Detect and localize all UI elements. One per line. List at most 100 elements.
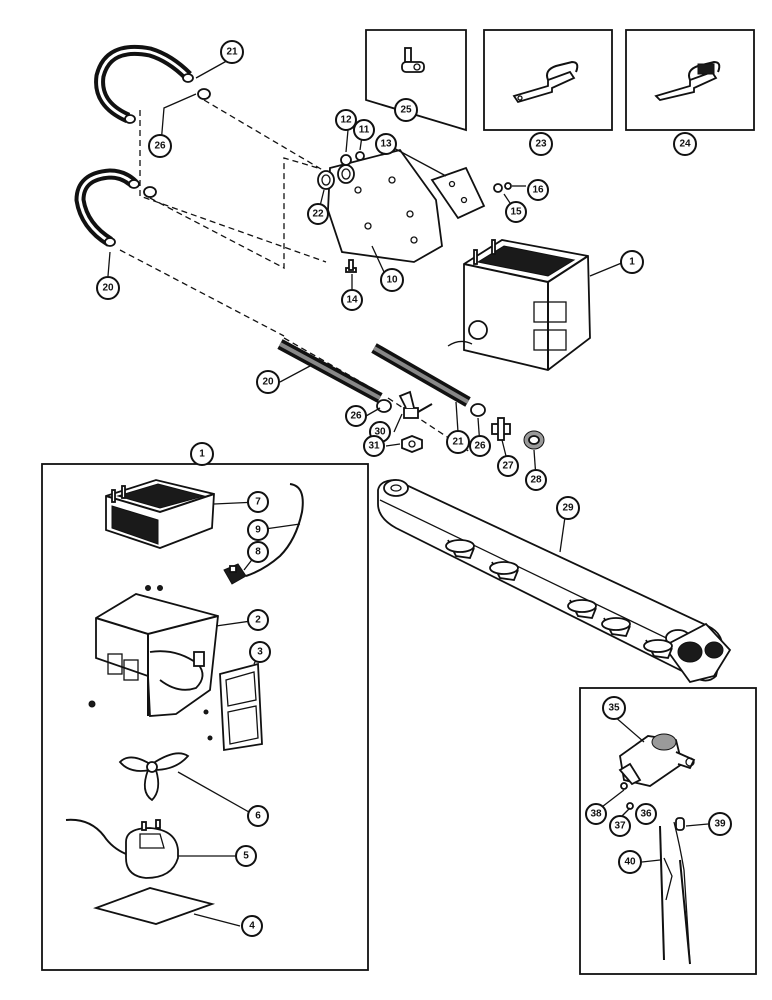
callout-6: 6 [247,805,269,827]
callout-38: 38 [585,803,607,825]
clamp-part-24 [654,60,721,101]
inset-panel-25 [365,29,467,132]
svg-text:5: 5 [243,851,249,862]
clamp-part-23 [512,60,579,104]
wire-harness-9 [245,483,304,577]
callout-37: 37 [609,815,631,837]
nuts-11-12 [340,151,365,166]
callout-15: 15 [505,201,527,223]
inset-panel-23 [483,29,613,131]
fan-blade-6 [118,752,190,802]
svg-text:15: 15 [510,207,522,218]
hose-clamps-26-upper [143,88,211,198]
dot-parts [88,585,213,741]
svg-text:13: 13 [380,139,392,150]
svg-text:40: 40 [624,857,636,868]
svg-text:11: 11 [359,125,370,136]
callout-22: 22 [307,203,329,225]
callout-29: 29 [556,496,580,520]
svg-text:10: 10 [386,275,398,286]
nut-31 [401,435,423,453]
heater-assembly-1 [447,239,591,371]
svg-text:37: 37 [614,821,626,832]
hose-21-bent [94,44,194,124]
callout-20-bottom: 20 [256,370,280,394]
svg-text:7: 7 [255,497,261,508]
callout-26-right: 26 [469,435,491,457]
hose-21-straight [371,343,471,407]
svg-text:12: 12 [340,115,352,126]
svg-text:3: 3 [257,647,263,658]
base-plate-4 [93,887,216,925]
manifold-ports [445,539,673,659]
svg-text:38: 38 [590,809,602,820]
callout-36: 36 [635,803,657,825]
svg-text:4: 4 [249,921,255,932]
svg-text:24: 24 [679,139,691,150]
wiper-blade-40 [659,825,673,961]
callout-1-group: 1 [190,442,214,466]
callout-39: 39 [708,812,732,836]
callout-5: 5 [235,845,257,867]
callout-14: 14 [341,289,363,311]
nuts-15-16 [493,182,512,193]
svg-text:30: 30 [374,427,386,438]
callout-11: 11 [353,119,375,141]
fitting-28 [523,430,545,450]
connection-lines [119,99,471,453]
hose-clamps-26-lower [376,399,486,417]
callout-26-mid: 26 [345,405,367,427]
callout-28: 28 [525,469,547,491]
valve-30 [398,390,433,419]
callout-27: 27 [497,455,519,477]
callout-25: 25 [394,98,418,122]
inset-panel-24 [625,29,755,131]
svg-text:22: 22 [312,209,324,220]
svg-text:29: 29 [562,503,574,514]
heater-housing-2 [95,593,219,717]
callout-40: 40 [618,850,642,874]
water-manifold-29 [377,479,732,684]
svg-text:39: 39 [714,819,726,830]
svg-text:20: 20 [262,377,274,388]
fitting-27 [491,417,511,441]
svg-text:35: 35 [608,703,620,714]
bolt-14 [345,259,357,273]
clip-part-25 [401,47,425,73]
callout-20-top: 20 [96,276,120,300]
switch-8 [223,563,247,585]
callout-21-top: 21 [220,40,244,64]
callout-7: 7 [247,491,269,513]
callout-10: 10 [380,268,404,292]
callout-31: 31 [363,435,385,457]
svg-text:36: 36 [640,809,652,820]
svg-text:9: 9 [255,525,261,536]
svg-text:21: 21 [226,47,238,58]
svg-text:31: 31 [368,441,380,452]
svg-text:28: 28 [530,475,542,486]
svg-text:23: 23 [535,139,547,150]
bracket-13 [430,166,486,220]
wiper-motor-35 [618,733,696,787]
svg-text:8: 8 [255,547,261,558]
callout-26-top: 26 [148,134,172,158]
svg-text:2: 2 [255,615,261,626]
callout-4: 4 [241,915,263,937]
callout-3: 3 [249,641,271,663]
svg-text:26: 26 [154,141,166,152]
heater-breakdown-box [41,463,369,971]
svg-text:1: 1 [199,449,205,460]
svg-text:26: 26 [350,411,362,422]
heater-core-7 [105,479,215,549]
hose-20-bent [74,168,140,247]
svg-text:27: 27 [502,461,514,472]
bracket-10 [327,148,443,263]
callout-24: 24 [673,132,697,156]
callout-35: 35 [602,696,626,720]
callout-2: 2 [247,609,269,631]
callout-9: 9 [247,519,269,541]
wiper-arm-39 [673,817,691,965]
svg-text:1: 1 [629,257,635,268]
svg-text:6: 6 [255,811,261,822]
